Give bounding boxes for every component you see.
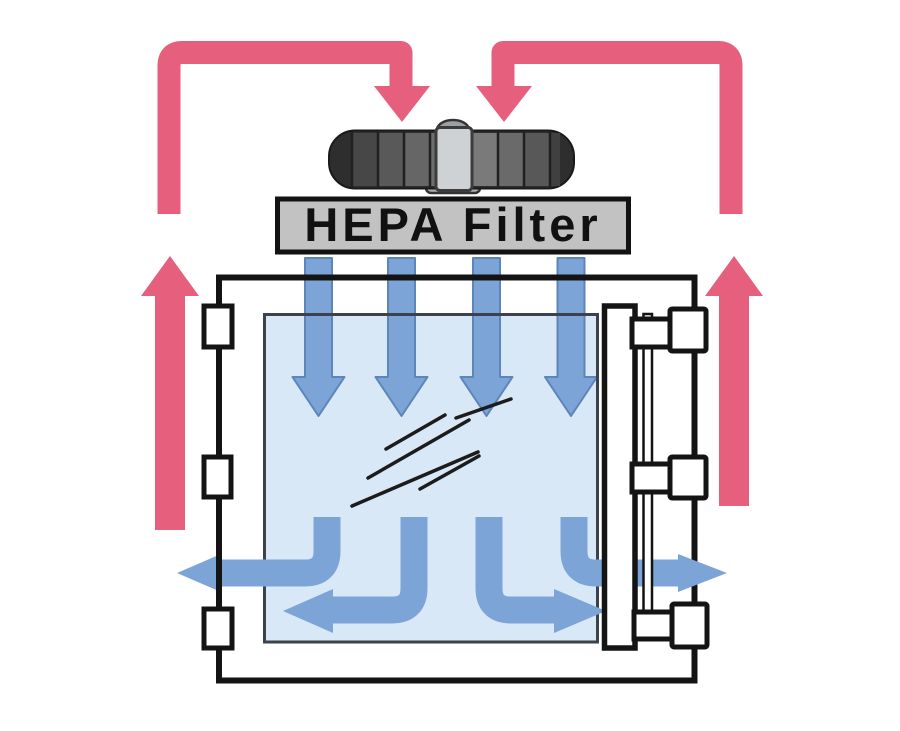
flow-bend (475, 517, 558, 624)
flow-arrow-out-right (560, 517, 727, 592)
fan-segment (404, 133, 430, 186)
fan-segment (378, 133, 404, 186)
hepa-filter-label: HEPA Filter (304, 198, 601, 251)
glass-reflection-lines (350, 397, 513, 508)
latch-middle (629, 454, 709, 501)
up-arrow-right-body (719, 293, 749, 506)
duct-left-path (157, 41, 413, 214)
flow-arrowhead-right (554, 589, 606, 633)
hepa-filter-plate (275, 196, 631, 255)
fan-segment (550, 133, 560, 186)
up-arrow-right-head (705, 256, 763, 296)
flow-bend (329, 517, 428, 624)
fan-hub (434, 126, 474, 192)
flow-arrowhead-right (678, 554, 727, 592)
exhaust-up-arrow-left (141, 256, 199, 530)
flow-arrow-inner-right (475, 517, 606, 633)
downflow-arrows (291, 257, 598, 417)
latch-block (667, 454, 709, 501)
latch-block (667, 306, 709, 354)
left-hinges (201, 303, 235, 651)
latch-bottom (631, 601, 710, 650)
fan-segment (498, 133, 524, 186)
duct-right-arrowhead-down (476, 86, 532, 122)
flow-arrowhead-left (283, 589, 333, 633)
flow-arrow-out-left (177, 517, 341, 592)
sash-frame-assembly (601, 303, 710, 651)
fan-segment (524, 133, 550, 186)
duct-right-path (491, 41, 743, 214)
recirculation-duct-left (157, 41, 430, 214)
hepa-filter: HEPA Filter (275, 196, 631, 255)
latch-top (629, 306, 709, 354)
hinge-block (201, 606, 235, 651)
flow-arrow-inner-left (283, 517, 428, 633)
flow-bend (218, 517, 341, 587)
up-arrow-left-body (155, 293, 185, 530)
recirculation-duct-right (476, 41, 743, 214)
hinge-block (201, 303, 235, 350)
sash-glass-edge (263, 313, 599, 644)
flow-bend (560, 517, 682, 587)
exhaust-up-arrow-right (705, 256, 763, 506)
worksurface-flow-arrows (177, 517, 727, 633)
latch-block (669, 601, 710, 650)
up-arrow-left-head (141, 256, 199, 296)
blower-fan (328, 118, 575, 195)
flow-arrowhead-left (177, 554, 221, 592)
fan-segment (352, 133, 378, 186)
hinge-block (201, 454, 234, 500)
duct-left-arrowhead-down (374, 86, 430, 122)
